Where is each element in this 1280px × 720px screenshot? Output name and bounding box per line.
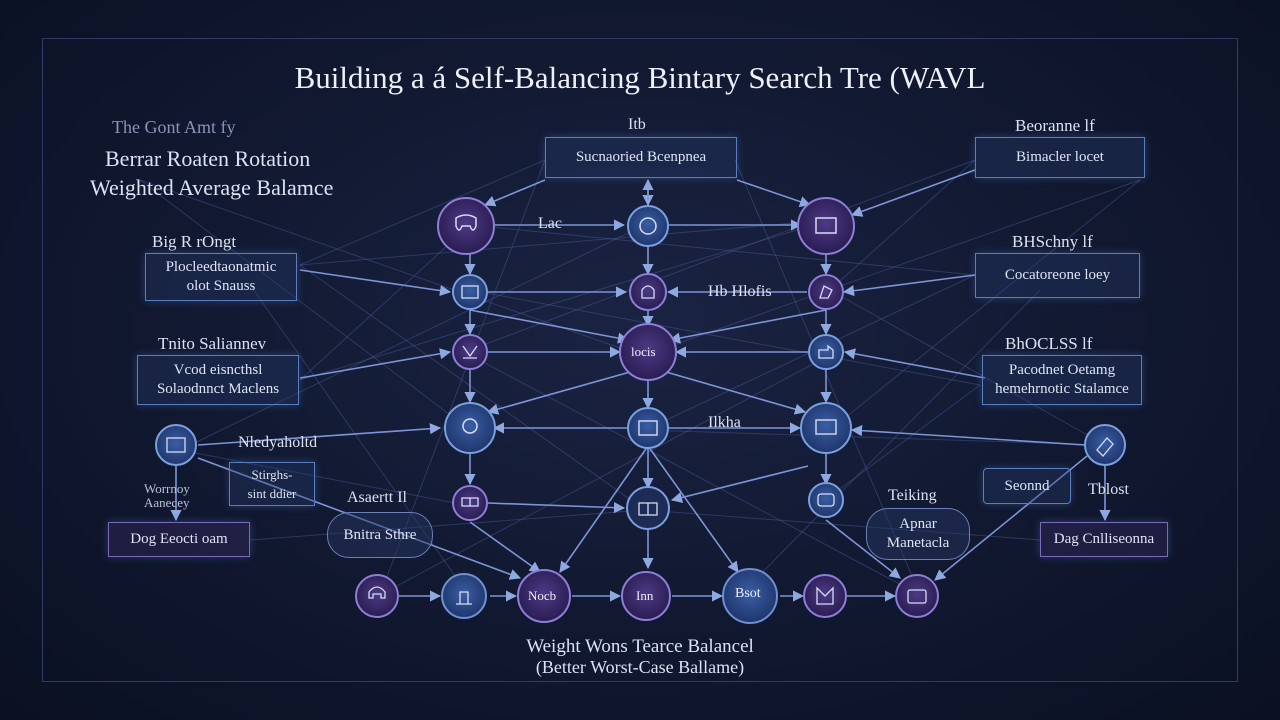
pill-left[interactable]: Bnitra Sthre	[327, 512, 433, 558]
right-box-2[interactable]: Pacodnet Oetamg hemehrnotic Stalamce	[982, 355, 1142, 405]
node-row1-center[interactable]	[627, 205, 669, 247]
right-box-1[interactable]: Cocatoreone loey	[975, 253, 1140, 298]
talking-label: Teiking	[888, 487, 937, 504]
tlost-label: Tblost	[1088, 481, 1129, 498]
node-bottom-5[interactable]	[722, 568, 778, 624]
node-row3-right[interactable]	[808, 334, 844, 370]
left-label-2: Tnito Saliannev	[158, 334, 267, 353]
tooth-icon	[455, 214, 477, 231]
node-row4-left[interactable]	[444, 402, 496, 454]
left-heading-2: Weighted Average Balamce	[90, 175, 334, 200]
diagram-frame	[42, 38, 1238, 682]
secnd-box[interactable]: Seonnd	[983, 468, 1071, 504]
headphones-icon	[368, 586, 386, 599]
node-center-text: locis	[631, 344, 656, 359]
left-heading-1: Berrar Roaten Rotation	[105, 146, 311, 171]
background-web	[139, 159, 1141, 596]
node-far-right[interactable]	[1084, 424, 1126, 466]
card-icon	[818, 344, 834, 359]
bottom-node-label-3: Bsot	[735, 586, 761, 601]
node-row1-right[interactable]	[797, 197, 855, 255]
node-row5-left[interactable]	[452, 485, 488, 521]
bottom-node-label-1: Nocb	[528, 588, 557, 603]
top-right-label: Beoranne lf	[1015, 116, 1095, 135]
node-row2-left[interactable]	[452, 274, 488, 310]
assert-label: Asaertt Il	[347, 489, 407, 506]
node-bottom-7[interactable]	[895, 574, 939, 618]
node-bottom-1[interactable]	[355, 574, 399, 618]
window-icon	[815, 217, 837, 234]
node-row2-right[interactable]	[808, 274, 844, 310]
node-row5-center[interactable]	[626, 486, 670, 530]
node-bottom-2[interactable]	[441, 573, 487, 619]
edge-label-hb: Hb Hlofis	[708, 283, 772, 300]
edge-label-lac: Lac	[538, 215, 562, 232]
bottom-right-box[interactable]: Dag Cnlliseonna	[1040, 522, 1168, 557]
node-bottom-3[interactable]	[517, 569, 571, 623]
bookmark-icon	[816, 586, 834, 605]
edge-label-ilkha: Ilkha	[708, 414, 741, 431]
left-box-1[interactable]: Plocleedtaonatmic olot Snauss	[145, 253, 297, 301]
right-label-2: BhOCLSS lf	[1005, 334, 1093, 353]
window-icon	[815, 419, 837, 435]
node-row4-right[interactable]	[800, 402, 852, 454]
gift-icon	[461, 497, 479, 507]
pill-right[interactable]: Apnar Manetacla	[866, 508, 970, 560]
mid-left-label: Nledyaholtd	[238, 434, 318, 451]
clock-icon	[462, 418, 478, 434]
node-row2-center[interactable]	[629, 273, 667, 311]
cloud-icon	[1096, 437, 1114, 457]
flag-icon	[819, 285, 833, 299]
list-icon	[461, 285, 479, 299]
top-center-box[interactable]: Sucnaoried Bcenpnea	[545, 137, 737, 178]
top-center-label: Itb	[628, 116, 646, 133]
node-row5-right[interactable]	[808, 482, 844, 518]
faded-subtitle: The Gont Amt fy	[112, 117, 236, 137]
page-title: Building a á Self-Balancing Bintary Sear…	[294, 60, 986, 95]
node-row1-left[interactable]	[437, 197, 495, 255]
node-far-left[interactable]	[155, 424, 197, 466]
bottom-node-label-2: Inn	[636, 588, 654, 603]
left-box-2[interactable]: Vcod eisncthsl Solaodnnct Maclens	[137, 355, 299, 405]
small-box[interactable]: Stirghs- sint ddier	[229, 462, 315, 506]
top-right-box[interactable]: Bimacler locet	[975, 137, 1145, 178]
circle-icon	[639, 217, 657, 235]
node-bottom-6[interactable]	[803, 574, 847, 618]
left-label-1: Big R rOngt	[152, 232, 237, 251]
bag-icon	[641, 285, 655, 299]
bottom-caption-1: Weight Wons Tearce Balancel	[526, 636, 754, 657]
bottom-left-box[interactable]: Dog Eeocti oam	[108, 522, 250, 557]
person-icon	[456, 591, 472, 605]
worm-label: Worrnoy Aanecey	[144, 481, 190, 510]
right-label-1: BHSchny lf	[1012, 232, 1093, 251]
edges	[170, 169, 1111, 602]
bottom-caption-2: (Better Worst-Case Ballame)	[535, 657, 745, 677]
node-bottom-4[interactable]	[621, 571, 671, 621]
node-row4-center[interactable]	[627, 407, 669, 449]
check-icon	[462, 345, 478, 359]
gift-icon	[638, 502, 658, 516]
node-row3-center[interactable]	[619, 323, 677, 381]
node-row3-left[interactable]	[452, 334, 488, 370]
